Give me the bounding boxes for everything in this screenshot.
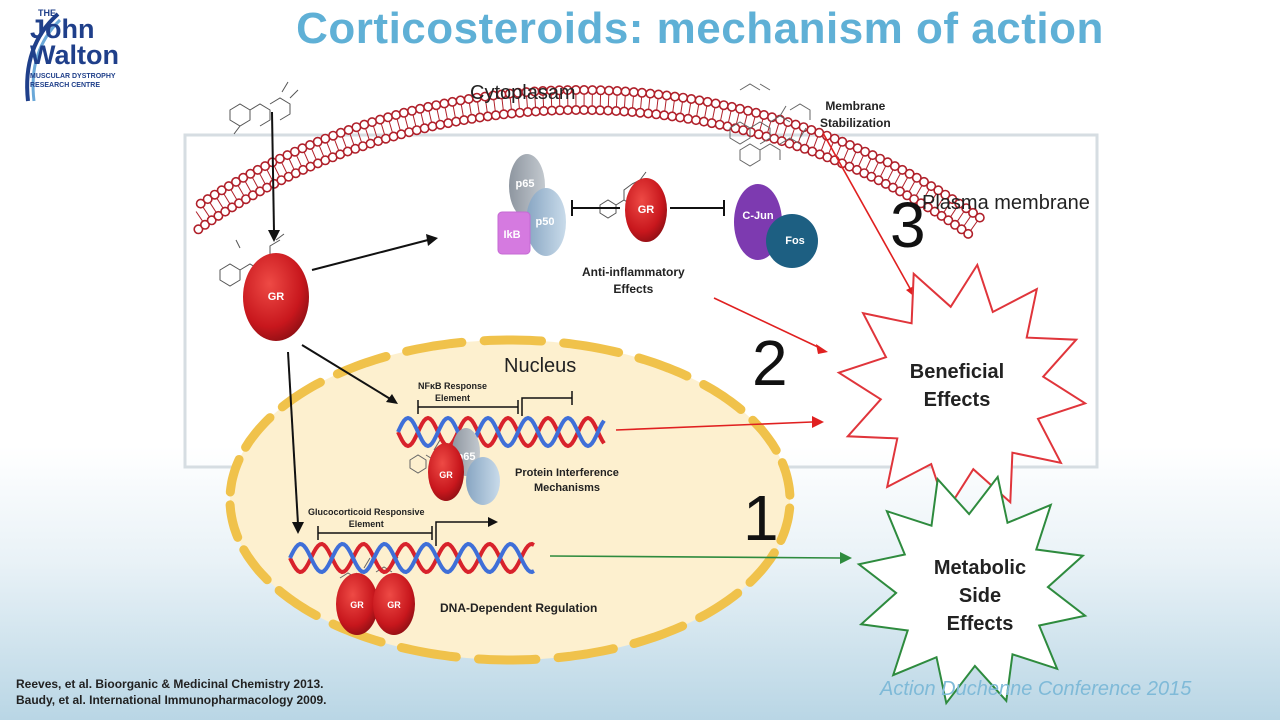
gr-receptor [243, 253, 309, 341]
ikb-label: IkB [503, 229, 520, 241]
logo-walton: Walton [30, 40, 119, 70]
anti-inflammatory-label: Anti-inflammatory Effects [582, 265, 685, 296]
number-2: 2 [752, 327, 788, 399]
nucleus-label: Nucleus [504, 355, 577, 377]
references: Reeves, et al. Bioorganic & Medicinal Ch… [16, 676, 327, 708]
arrow-antiinflam-beneficial [713, 297, 821, 349]
gr-label: GR [350, 600, 364, 610]
conference-footer: Action Duchenne Conference 2015 [880, 678, 1192, 700]
reference-2: Baudy, et al. International Immunopharma… [16, 693, 327, 707]
reference-1: Reeves, et al. Bioorganic & Medicinal Ch… [16, 677, 324, 691]
gr-receptor [373, 573, 415, 635]
dna-nfkb [396, 415, 606, 449]
logo-subtitle: MUSCULAR DYSTROPHY RESEARCH CENTRE [30, 73, 116, 89]
beneficial-effects-label: Beneficial Effects [909, 361, 1005, 411]
cytoplasm-label: Cytoplasam [470, 82, 576, 104]
arrow-gr-gre [287, 351, 299, 525]
arrow-dna-metabolic [549, 555, 841, 559]
arrow-entry [271, 111, 275, 233]
metabolic-effects-star [856, 474, 1088, 706]
arrow-membrane-beneficial [822, 132, 913, 293]
metabolic-side-effects-label: Metabolic Side Effects [933, 557, 1027, 635]
gr-label: GR [268, 291, 285, 303]
cjun-label: C-Jun [742, 210, 773, 222]
fos-protein [766, 214, 818, 268]
dna-dependent-regulation-label: DNA-Dependent Regulation [440, 601, 598, 615]
logo-arc-icon [25, 12, 62, 102]
p50-label: p50 [536, 216, 555, 228]
gre-promoter-arrow [435, 521, 490, 546]
gr-receptor [336, 573, 378, 635]
steroid-molecule-icon [729, 83, 811, 167]
gr-receptor [625, 178, 667, 242]
plasma-membrane-label: Plasma membrane [922, 192, 1090, 214]
steroid-molecule-icon [599, 171, 647, 219]
beneficial-effects-star [836, 262, 1088, 514]
gr-receptor [428, 443, 464, 501]
arrow-gr-cytoplasm [311, 239, 429, 271]
gr-label: GR [439, 470, 453, 480]
p50-protein [526, 188, 566, 256]
arrow-gr-nfkb [301, 344, 393, 401]
fos-label: Fos [785, 235, 805, 247]
ikb-protein [497, 211, 531, 255]
dna-gre [288, 541, 535, 575]
number-1: 1 [743, 482, 779, 554]
p50-protein [466, 457, 500, 505]
gre-label: Glucocorticoid Responsive Element [308, 507, 425, 529]
page-title: Corticosteroids: mechanism of action [296, 4, 1104, 53]
logo-the: THE [38, 8, 56, 18]
p65-label: p65 [516, 178, 535, 190]
number-3: 3 [890, 189, 926, 261]
arrow-pim-beneficial [615, 421, 813, 431]
nfkb-promoter-inhibit [521, 397, 572, 416]
john-walton-logo: THE John Walton MUSCULAR DYSTROPHY RESEA… [18, 6, 134, 110]
plasma-membrane [193, 85, 985, 239]
membrane-stabilization-label: Membrane Stabilization [820, 99, 891, 130]
protein-interference-label: Protein Interference Mechanisms [515, 467, 619, 494]
gr-label: GR [638, 204, 655, 216]
logo-john: John [30, 14, 95, 44]
gr-label: GR [387, 600, 401, 610]
nfkb-response-element-label: NFκB Response Element [418, 381, 488, 403]
steroid-molecule-icon [229, 81, 299, 135]
